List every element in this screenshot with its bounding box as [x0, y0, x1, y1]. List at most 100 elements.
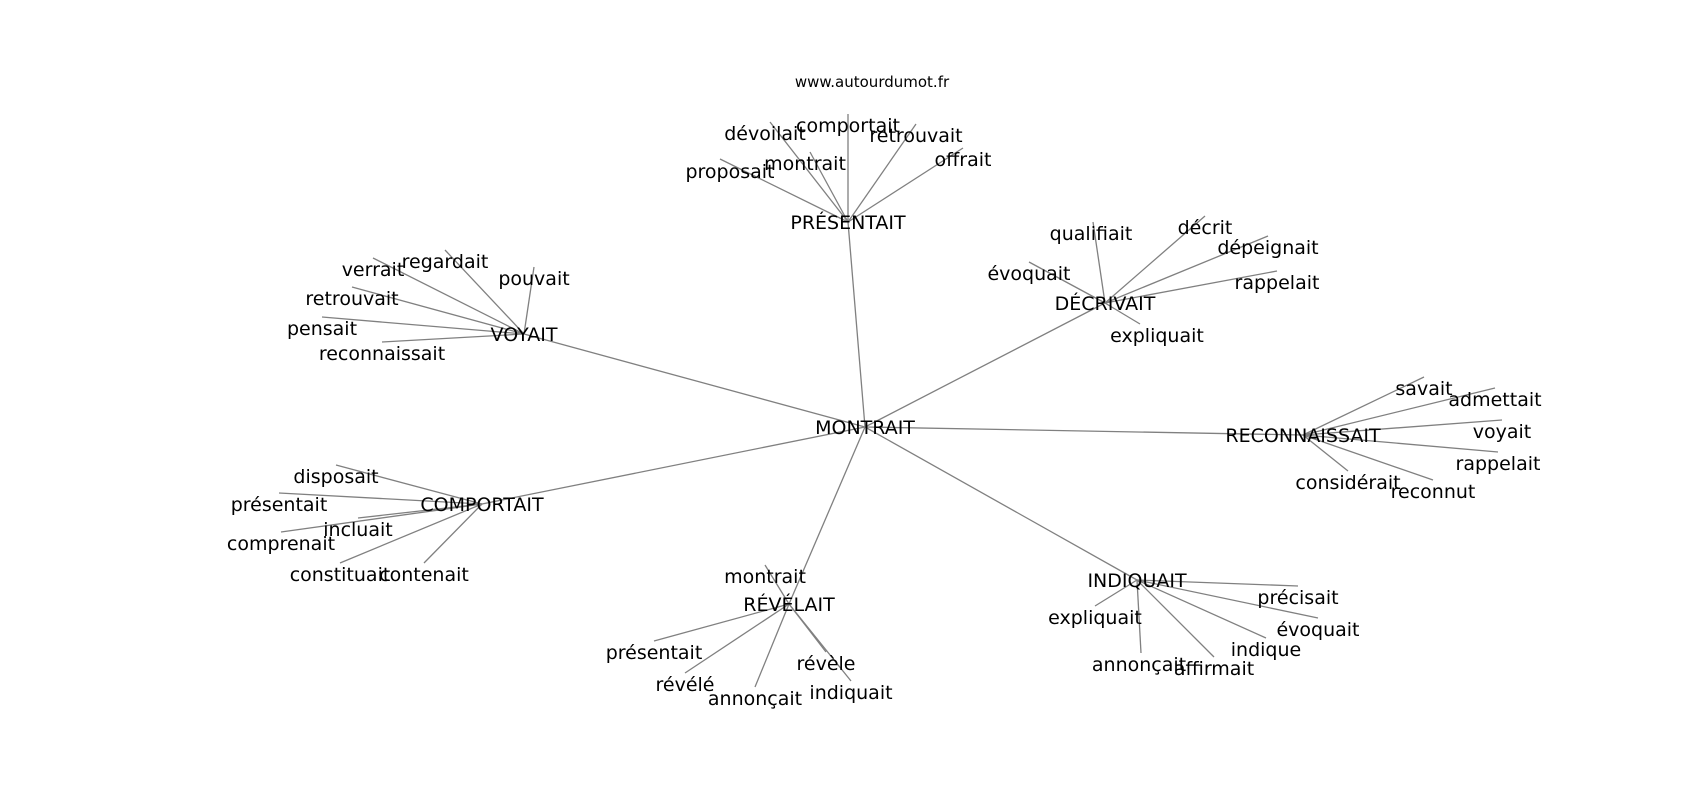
leaf-node-label: montrait	[724, 566, 806, 588]
edge-hub-to-leaf	[1302, 434, 1434, 481]
leaf-node-label: comprenait	[227, 533, 335, 555]
edge-root-to-hub	[847, 221, 866, 428]
edge-hub-to-leaf	[444, 249, 525, 335]
leaf-node-label: proposait	[685, 161, 774, 183]
edge-hub-to-leaf	[381, 333, 525, 343]
edge-hub-to-leaf	[1136, 579, 1142, 654]
edge-hub-to-leaf	[769, 121, 849, 223]
root-node-label: MONTRAIT	[815, 417, 915, 439]
leaf-node-label: regardait	[402, 251, 489, 273]
edge-hub-to-leaf	[1302, 419, 1503, 436]
leaf-node-label: voyait	[1473, 421, 1531, 443]
leaf-node-label: reconnut	[1391, 481, 1476, 503]
leaf-node-label: évoquait	[987, 263, 1070, 285]
edge-hub-to-leaf	[423, 503, 483, 564]
leaf-node-label: précisait	[1257, 587, 1338, 609]
edge-root-to-hub	[864, 426, 1138, 581]
leaf-node-label: contenait	[379, 564, 469, 586]
edge-hub-to-leaf	[1302, 434, 1349, 472]
edge-hub-to-leaf	[1136, 579, 1215, 658]
edge-root-to-hub	[481, 426, 866, 505]
edge-hub-to-leaf	[1092, 221, 1106, 304]
edge-hub-to-leaf	[764, 564, 790, 605]
leaf-node-label: disposait	[293, 466, 378, 488]
leaf-node-label: décrit	[1178, 217, 1233, 239]
leaf-node-label: expliquait	[1048, 607, 1142, 629]
edge-root-to-hub	[523, 333, 866, 428]
leaf-node-label: rappelait	[1235, 272, 1320, 294]
leaf-node-label: reconnaissait	[319, 343, 445, 365]
edge-hub-to-leaf	[653, 603, 790, 642]
hub-node-label: RÉVÉLAIT	[743, 593, 835, 616]
leaf-node-label: présentait	[606, 642, 703, 664]
edge-hub-to-leaf	[1104, 235, 1269, 304]
edge-hub-to-leaf	[280, 503, 483, 533]
leaf-node-label: constituait	[290, 564, 391, 586]
leaf-node-label: pouvait	[498, 268, 569, 290]
hub-node-label: INDIQUAIT	[1087, 570, 1187, 592]
source-watermark: www.autourdumot.fr	[795, 73, 950, 91]
hub-node-label: COMPORTAIT	[420, 494, 544, 516]
edge-hub-to-leaf	[1028, 261, 1106, 304]
edge-hub-to-leaf	[684, 603, 790, 674]
edge-hub-to-leaf	[1302, 434, 1499, 453]
leaf-node-label: qualifiait	[1050, 223, 1133, 245]
leaf-node-label: montrait	[764, 153, 846, 175]
leaf-node-label: indique	[1231, 639, 1301, 661]
edge-hub-to-leaf	[1104, 270, 1278, 304]
edge-hub-to-leaf	[1136, 579, 1299, 587]
leaf-node-label: annonçait	[708, 688, 802, 710]
edge-root-to-hub	[864, 426, 1304, 436]
leaf-node-label: révèle	[797, 653, 856, 675]
edge-hub-to-leaf	[523, 266, 535, 335]
graph-edges	[278, 114, 1503, 688]
edge-hub-to-leaf	[278, 492, 483, 505]
leaf-node-label: expliquait	[1110, 325, 1204, 347]
edge-hub-to-leaf	[754, 603, 790, 688]
leaf-node-label: verrait	[342, 259, 405, 281]
leaf-node-label: offrait	[935, 149, 992, 171]
hub-node-label: DÉCRIVAIT	[1055, 292, 1156, 315]
leaf-node-label: admettait	[1448, 389, 1541, 411]
edge-root-to-hub	[788, 426, 866, 605]
leaf-node-label: affirmait	[1174, 658, 1254, 680]
leaf-node-label: savait	[1395, 378, 1452, 400]
edge-root-to-hub	[864, 302, 1106, 428]
edge-hub-to-leaf	[1136, 579, 1267, 639]
leaf-node-label: comportait	[796, 115, 900, 137]
edge-hub-to-leaf	[809, 151, 849, 223]
edge-hub-to-leaf	[788, 603, 852, 682]
leaf-node-label: indiquait	[809, 682, 892, 704]
leaf-node-label: dépeignait	[1217, 237, 1318, 259]
hub-node-label: PRÉSENTAIT	[790, 211, 906, 234]
leaf-node-label: retrouvait	[869, 125, 962, 147]
leaf-node-label: révélé	[656, 674, 715, 696]
edge-hub-to-leaf	[1302, 387, 1496, 436]
leaf-node-label: annonçait	[1092, 654, 1186, 676]
leaf-node-label: rappelait	[1456, 453, 1541, 475]
edge-hub-to-leaf	[1136, 579, 1319, 619]
leaf-node-label: évoquait	[1276, 619, 1359, 641]
leaf-node-label: présentait	[231, 494, 328, 516]
edge-hub-to-leaf	[1094, 579, 1138, 607]
edge-hub-to-leaf	[321, 316, 525, 335]
edge-hub-to-leaf	[335, 464, 483, 505]
edge-hub-to-leaf	[1302, 376, 1425, 436]
edge-hub-to-leaf	[847, 123, 917, 223]
edge-hub-to-leaf	[339, 503, 483, 564]
edge-hub-to-leaf	[847, 147, 964, 223]
hub-node-label: VOYAIT	[491, 324, 558, 346]
edge-hub-to-leaf	[719, 158, 849, 223]
edge-hub-to-leaf	[1104, 302, 1141, 325]
leaf-node-label: retrouvait	[305, 288, 398, 310]
hub-node-label: RECONNAISSAIT	[1225, 425, 1381, 447]
graph-labels: www.autourdumot.fr MONTRAIT PRÉSENTAIT pro…	[227, 73, 1542, 710]
leaf-node-label: incluait	[323, 519, 392, 541]
edge-hub-to-leaf	[1104, 215, 1206, 304]
leaf-node-label: considérait	[1295, 472, 1400, 494]
leaf-node-label: dévoilait	[724, 123, 806, 145]
edge-hub-to-leaf	[351, 286, 525, 335]
leaf-node-label: pensait	[287, 318, 357, 340]
edge-hub-to-leaf	[372, 257, 525, 335]
